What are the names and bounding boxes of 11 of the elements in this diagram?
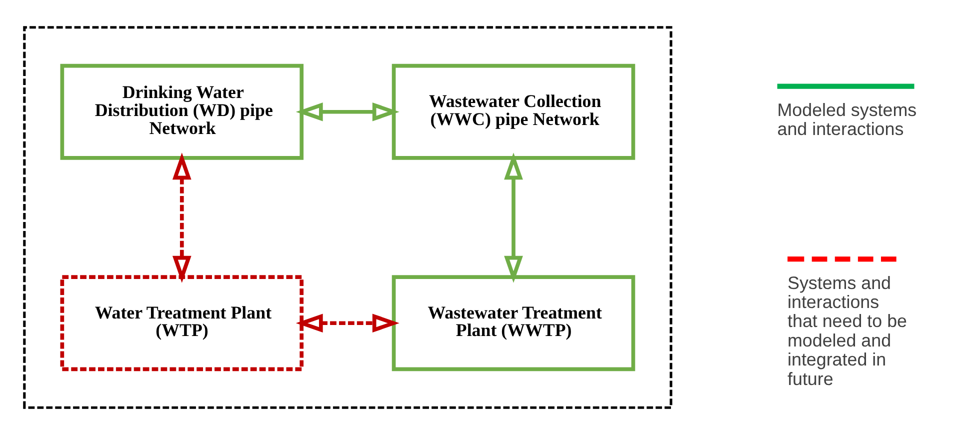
node-box: Wastewater Collection (WWC) pipe Network [392,63,636,160]
node-box: Wastewater Treatment Plant (WWTP) [392,274,636,371]
arrow [296,313,400,332]
node-box: Drinking Water Distribution (WD) pipe Network [60,63,304,160]
arrow [172,152,192,282]
arrow [296,102,400,121]
cluster [23,26,672,408]
node-box: Water Treatment Plant (WTP) [60,274,304,371]
arrow [504,152,523,282]
legend-label: Modeled systems and interactions [777,99,917,139]
legend-label: Systems and interactions that need to be modeled and integrated in future [788,272,907,388]
